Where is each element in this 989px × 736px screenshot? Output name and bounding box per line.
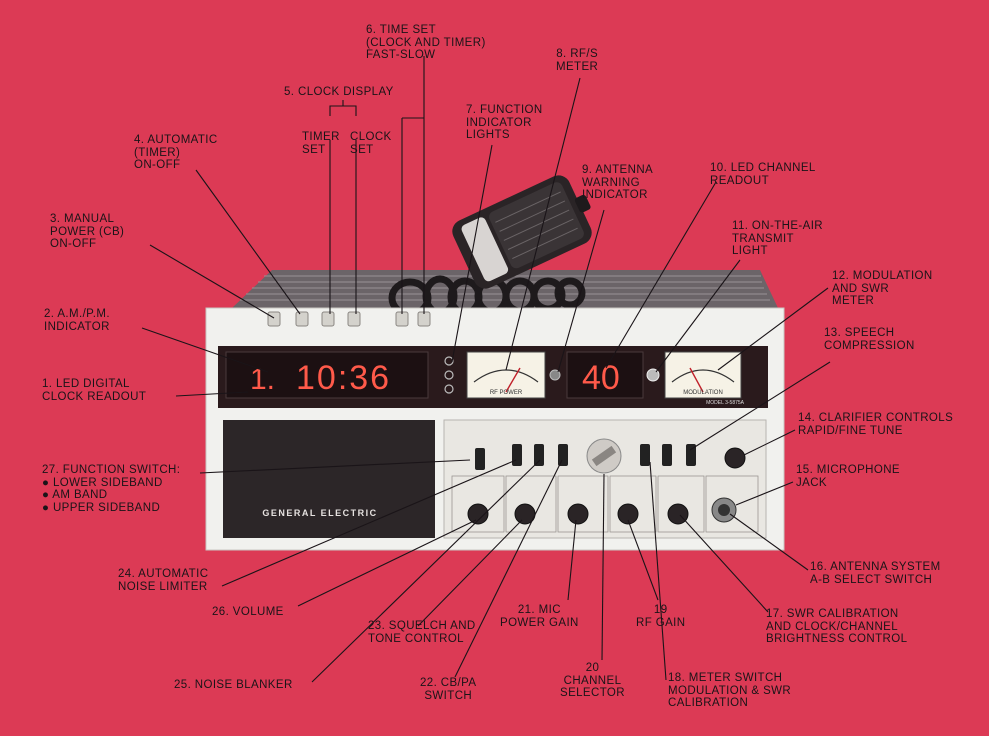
callout-automatic-on-off: 4. AUTOMATIC (TIMER) ON-OFF [134,134,218,171]
callout-volume: 26. VOLUME [212,606,284,618]
callout-clock-readout: 1. LED DIGITAL CLOCK READOUT [42,378,147,403]
speaker-grille [223,420,435,538]
callout-noise-limiter: 24. AUTOMATIC NOISE LIMITER [118,568,209,593]
rf-meter-needle [505,367,521,393]
callout-cb-pa: 22. CB/PA SWITCH [420,677,477,702]
callout-antenna-warning: 9. ANTENNA WARNING INDICATOR [582,164,654,201]
small-switches [475,444,696,470]
callout-squelch-tone: 23. SQUELCH AND TONE CONTROL [368,620,476,645]
antenna-warning-light [549,369,561,381]
top-buttons [267,311,431,327]
callout-clarifier: 14. CLARIFIER CONTROLS RAPID/FINE TUNE [798,412,954,437]
rf-meter-label: RF POWER [490,390,523,396]
callout-swr-calibration: 17. SWR CALIBRATION AND CLOCK/CHANNEL BR… [766,608,908,645]
modulation-meter-needle [689,367,704,393]
leader-lines [141,56,831,683]
callout-rf-gain: 19 RF GAIN [636,604,686,629]
model-number: MODEL 3-5875A [706,400,745,406]
callout-meter-switch: 18. METER SWITCH MODULATION & SWR CALIBR… [668,672,792,709]
callout-microphone-jack: 15. MICROPHONE JACK [796,464,901,489]
callout-clock-set: CLOCK SET [350,131,392,156]
callout-manual-power: 3. MANUAL POWER (CB) ON-OFF [50,213,125,250]
callout-time-set: 6. TIME SET (CLOCK AND TIMER) FAST-SLOW [366,24,486,61]
callout-transmit-light: 11. ON-THE-AIR TRANSMIT LIGHT [732,220,824,257]
clock-window [225,351,429,399]
callout-speech-compression: 13. SPEECH COMPRESSION [824,327,915,352]
callout-modulation-swr: 12. MODULATION AND SWR METER [832,270,933,307]
am-pm-digit: 1. [250,363,275,396]
modulation-meter [664,351,742,399]
channel-knob [586,438,622,474]
control-panel-dividers [451,475,759,533]
brand-logo: GENERAL ELECTRIC [262,508,377,518]
callout-function-switch: 27. FUNCTION SWITCH: ● LOWER SIDEBAND ● … [42,464,181,514]
rf-meter-scale [473,369,539,383]
callout-timer-set: TIMER SET [302,131,340,156]
callout-led-channel: 10. LED CHANNEL READOUT [710,162,816,187]
callout-mic-gain: 21. MIC POWER GAIN [500,604,579,629]
callout-am-pm: 2. A.M./P.M. INDICATOR [44,308,110,333]
callout-antenna-select: 16. ANTENNA SYSTEM A-B SELECT SWITCH [810,561,941,586]
callout-function-lights: 7. FUNCTION INDICATOR LIGHTS [466,104,543,141]
microphone [452,175,592,289]
rf-meter [466,351,546,399]
clock-readout: 10:36 [296,359,391,397]
callout-noise-blanker: 25. NOISE BLANKER [174,679,293,691]
mic-jack [711,497,737,523]
modulation-meter-label: MODULATION [683,390,723,396]
channel-readout: 40 [582,359,620,397]
callout-clock-display: 5. CLOCK DISPLAY [284,86,394,98]
channel-window [566,351,644,399]
modulation-meter-scale [671,369,735,383]
function-lights [444,356,454,394]
callout-channel-selector: 20 CHANNEL SELECTOR [560,662,625,699]
callout-rf-meter: 8. RF/S METER [556,48,599,73]
